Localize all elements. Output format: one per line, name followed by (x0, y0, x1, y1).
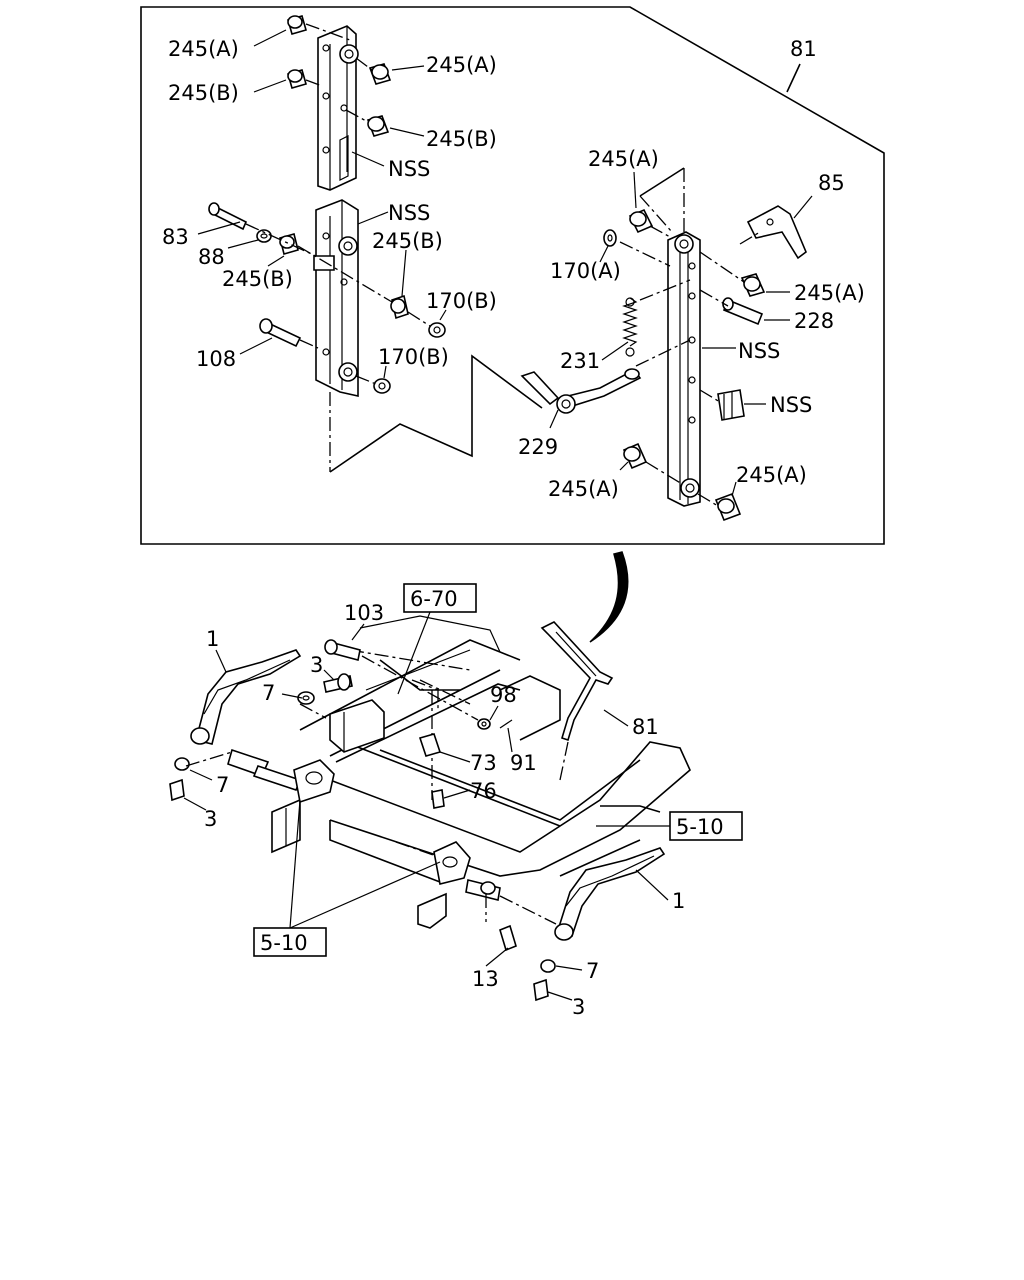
callout-245a-right-top: 245(A) (588, 147, 659, 171)
callout-13: 13 (472, 967, 499, 991)
callout-98: 98 (490, 683, 517, 707)
detail-arrow (589, 551, 629, 643)
callout-245b-upper-left: 245(B) (168, 81, 239, 105)
callout-81-inset: 81 (790, 37, 817, 61)
torsion-arm-left (169, 649, 335, 804)
callout-nss-right-bracket: NSS (738, 339, 780, 363)
reference-boxes (253, 583, 743, 957)
torsion-arm-right (395, 841, 666, 1002)
callout-231: 231 (560, 349, 600, 373)
assembly-lines-left (245, 23, 543, 473)
callout-245a-bottom-left: 245(A) (548, 477, 619, 501)
main-leaders (183, 623, 669, 1001)
callout-245a-top-left: 245(A) (168, 37, 239, 61)
upper-bracket (317, 25, 359, 191)
inset-leaders (197, 29, 813, 497)
callout-108: 108 (196, 347, 236, 371)
detail-inset (140, 6, 885, 545)
callout-1-right: 1 (672, 889, 685, 913)
assembly-lines-right (619, 225, 761, 507)
callout-nss-right-clip: NSS (770, 393, 812, 417)
reference-labels: 6-70 5-10 5-10 (260, 587, 724, 955)
callout-81-main: 81 (632, 715, 659, 739)
callout-3-top: 3 (310, 653, 323, 677)
callout-83: 83 (162, 225, 189, 249)
callout-170b-lower: 170(B) (378, 345, 449, 369)
callout-245b-lower-left: 245(B) (222, 267, 293, 291)
callout-73: 73 (470, 751, 497, 775)
callout-229: 229 (518, 435, 558, 459)
callout-170b-upper: 170(B) (426, 289, 497, 313)
callout-245a-upper-right: 245(A) (426, 53, 497, 77)
callout-7-top: 7 (262, 681, 275, 705)
callout-3-left: 3 (204, 807, 217, 831)
callout-76: 76 (470, 779, 497, 803)
callout-245a-bottom-right: 245(A) (736, 463, 807, 487)
callout-245a-right-mid: 245(A) (794, 281, 865, 305)
callout-7-left: 7 (216, 773, 229, 797)
callout-245b-upper-right: 245(B) (426, 127, 497, 151)
callout-3-right: 3 (572, 995, 585, 1019)
callout-228: 228 (794, 309, 834, 333)
link-rod (540, 621, 614, 781)
callout-nss-lower: NSS (388, 201, 430, 225)
lower-bracket (313, 199, 359, 397)
callout-7-right: 7 (586, 959, 599, 983)
ref-6-70: 6-70 (410, 587, 458, 611)
bushing-parts-left (208, 15, 446, 394)
callout-88: 88 (198, 245, 225, 269)
callout-labels: 245(A) 245(B) 245(A) 245(B) NSS NSS 83 8… (162, 37, 865, 1019)
callout-85: 85 (818, 171, 845, 195)
callout-170a: 170(A) (550, 259, 621, 283)
callout-nss-upper: NSS (388, 157, 430, 181)
mount-pins (297, 639, 513, 809)
callout-91: 91 (510, 751, 537, 775)
ref-5-10-right: 5-10 (676, 815, 724, 839)
ref-5-10-left: 5-10 (260, 931, 308, 955)
callout-245b-lower-mid: 245(B) (372, 229, 443, 253)
right-parts (520, 205, 807, 522)
callout-103: 103 (344, 601, 384, 625)
callout-1-left: 1 (206, 627, 219, 651)
